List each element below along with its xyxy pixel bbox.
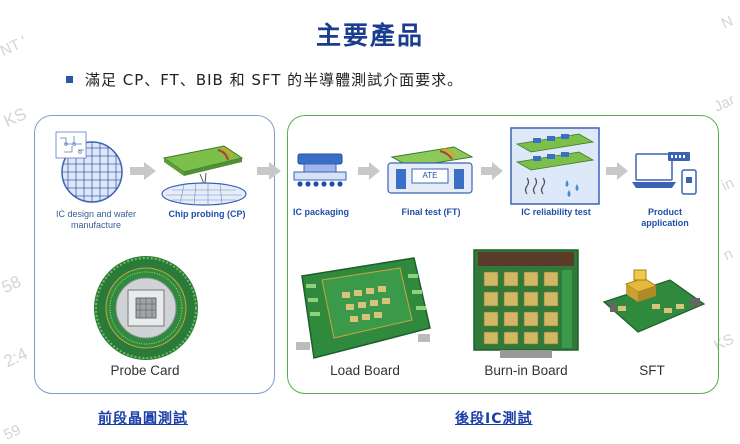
reliability-chamber-icon (510, 127, 600, 205)
watermark: in (718, 174, 737, 195)
front-end-panel (34, 115, 275, 394)
step-label-final-test: Final test (FT) (401, 207, 461, 217)
step-label-ic-packaging: IC packaging (292, 207, 349, 217)
bullet-square-icon (66, 76, 73, 83)
product-label-load-board: Load Board (330, 363, 400, 378)
step-label-chip-probing: Chip probing (CP) (168, 209, 246, 219)
wafer-icon (55, 131, 123, 203)
load-board-image (296, 257, 431, 359)
page-title: 主要產品 (315, 21, 424, 50)
section-title-back-end: 後段IC測試 (455, 411, 533, 427)
arrow-right-icon (257, 162, 281, 180)
step-label-ic-design: IC design and wafer manufacture (55, 209, 137, 230)
watermark: 59 (1, 421, 24, 444)
laptop-phone-icon (632, 152, 697, 195)
bullet-line: 滿足 CP、FT、BIB 和 SFT 的半導體測試介面要求。 (66, 69, 463, 90)
section-title-front-end: 前段晶圓測試 (98, 411, 188, 427)
final-test-icon (387, 146, 474, 194)
arrow-right-icon (130, 162, 156, 180)
ate-label: ATE (422, 171, 438, 180)
back-end-panel (287, 115, 719, 394)
product-label-burn-in-board: Burn-in Board (484, 363, 568, 378)
step-label-product-application: Product application (641, 207, 689, 228)
arrow-right-icon (358, 162, 380, 180)
burn-in-board-image (473, 249, 579, 358)
chip-probing-icon (161, 145, 247, 206)
arrow-right-icon (606, 162, 628, 180)
watermark: 58 (0, 271, 24, 298)
watermark: Jar (711, 91, 738, 116)
watermark: 2:4 (0, 343, 31, 372)
step-label-reliability-test: IC reliability test (521, 207, 591, 217)
bullet-text: 滿足 CP、FT、BIB 和 SFT 的半導體測試介面要求。 (85, 71, 464, 89)
probe-card-image (94, 256, 198, 360)
watermark: n (720, 245, 736, 264)
ic-package-icon (293, 153, 347, 187)
arrow-right-icon (481, 162, 503, 180)
product-label-sft: SFT (639, 363, 665, 378)
sft-board-image (602, 269, 706, 333)
product-label-probe-card: Probe Card (110, 363, 180, 378)
watermark: KS (0, 104, 30, 131)
